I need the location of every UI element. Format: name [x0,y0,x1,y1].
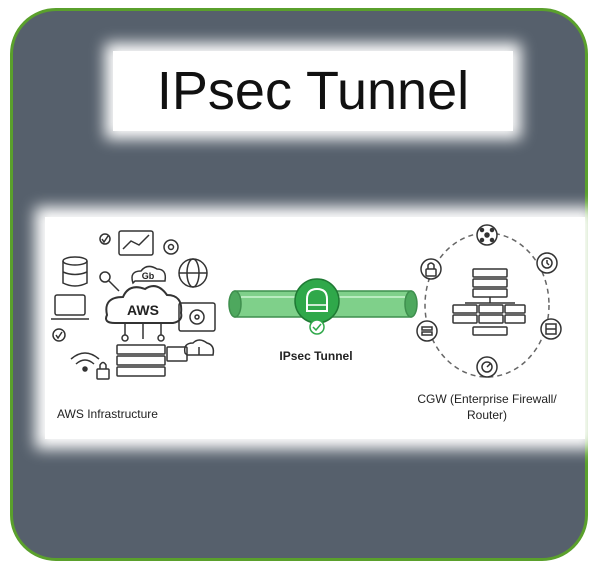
database-icon [62,256,88,287]
settings-monitor-icon [178,302,216,332]
network-icon [476,224,498,246]
laptop-icon [51,294,89,320]
gear-icon [163,239,179,255]
wifi-icon [70,352,100,372]
cloud-label: AWS [127,302,159,318]
aws-label: AWS Infrastructure [57,407,158,421]
aws-cluster: AWS [51,230,216,380]
globe-icon [178,258,208,288]
title-box: IPsec Tunnel [113,51,513,131]
server-rack-icon [452,268,526,336]
shield-check-icon [309,319,325,335]
diagram-panel: AWS [45,217,585,439]
cloud-aws-icon: AWS [105,285,183,324]
router-icon [416,320,438,342]
lock-icon [420,258,442,280]
tunnel-label: IPsec Tunnel [279,349,353,363]
clock-icon [536,252,558,274]
gb-cloud-icon: Gb [131,265,167,285]
firewall-icon [540,318,562,340]
gb-label: Gb [142,271,155,281]
monitor-node-icon [476,356,498,378]
cloud-upload-icon [183,339,215,356]
tunnel-lock-badge [294,278,340,335]
cgw-label: CGW (Enterprise Firewall/ Router) [417,392,557,422]
lock-icon [96,361,110,380]
chart-icon [118,230,154,256]
diagram-card: IPsec Tunnel AWS [10,8,588,561]
server-icon [116,344,188,377]
ipsec-diagram: AWS [51,224,562,380]
cgw-cluster [416,224,562,378]
check-circle-icon [52,328,66,342]
page-title: IPsec Tunnel [156,61,470,121]
key-icon [99,271,120,292]
